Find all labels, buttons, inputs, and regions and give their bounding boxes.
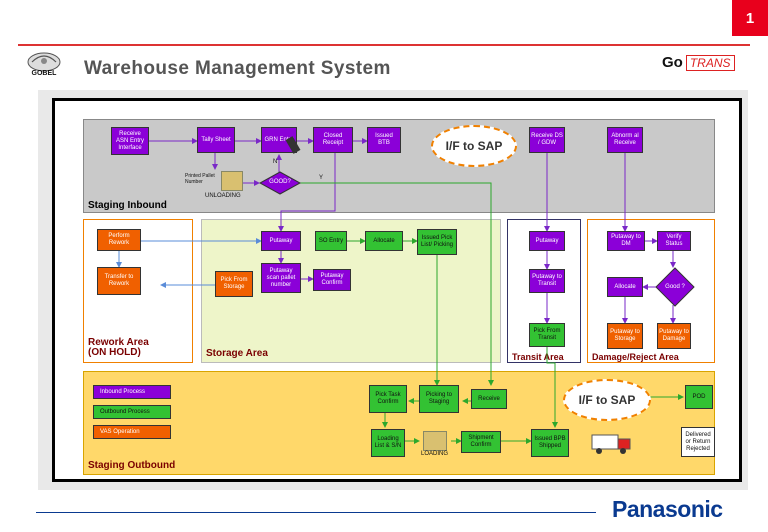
- allocate-dm-box: Allocate: [607, 277, 643, 297]
- pick-from-storage-box: Pick From Storage: [215, 271, 253, 297]
- receive-ds-gdw-box: Receive DS / GDW: [529, 127, 565, 153]
- gotrans-trans: TRANS: [685, 55, 735, 71]
- pick-task-confirm-box: Pick Task Confirm: [369, 385, 407, 413]
- putaway-to-damage-box: Putaway to Damage: [657, 323, 691, 349]
- truck-icon: [591, 434, 631, 454]
- loading-box-icon: [423, 431, 447, 451]
- good-dm-label: Good ?: [665, 284, 685, 290]
- putaway-to-storage-box: Putaway to Storage: [607, 323, 643, 349]
- damage-reject-area-label: Damage/Reject Area: [592, 352, 679, 362]
- perform-rework-box: Perform Rework: [97, 229, 141, 251]
- tally-sheet-box: Tally Sheet: [197, 127, 235, 153]
- loading-label: LOADING: [421, 451, 449, 457]
- picking-to-staging-box: Picking to Staging: [419, 385, 459, 413]
- receive-outbound-box: Receive: [471, 389, 507, 409]
- panasonic-logo: Panasonic: [612, 496, 723, 522]
- pod-box: POD: [685, 385, 713, 409]
- good-decision-label: GOOD?: [269, 179, 291, 185]
- verify-status-box: Verify Status: [657, 231, 691, 251]
- issued-pick-list-box: Issued Pick List/ Picking: [417, 229, 457, 255]
- decision-y-label: Y: [319, 175, 324, 181]
- gobel-crest-icon: [27, 52, 61, 72]
- receive-asn-box: Receive ASN Entry Interface: [111, 127, 149, 155]
- transfer-rework-box: Transfer to Rework: [97, 267, 141, 295]
- flow-arrows: [116, 138, 684, 444]
- issued-btb-box: Issued BTB: [367, 127, 401, 153]
- slide-number: 1: [732, 0, 768, 36]
- legend-vas: VAS Operation: [93, 425, 171, 439]
- unloading-box-icon: [221, 171, 243, 191]
- abnormal-receive-box: Abnorm al Receive: [607, 127, 643, 153]
- gobel-logo-text: GOBEL: [31, 70, 57, 77]
- sap-interface-inbound: I/F to SAP: [431, 125, 517, 167]
- storage-area-label: Storage Area: [206, 348, 268, 359]
- staging-inbound-label: Staging Inbound: [88, 200, 167, 211]
- so-entry-box: SO Entry: [315, 231, 347, 251]
- good-dm-diamond: [655, 267, 695, 307]
- delivered-box: Delivered or Return Rejected: [681, 427, 715, 457]
- decision-n-label: N: [273, 159, 278, 165]
- header-rule: [18, 44, 750, 46]
- rework-area-label: Rework Area (ON HOLD): [88, 337, 149, 358]
- loading-list-box: Loading List & S/N: [371, 429, 405, 457]
- diagram-frame: Staging Inbound Rework Area (ON HOLD) St…: [52, 98, 742, 482]
- gobel-logo: GOBEL: [18, 50, 70, 80]
- legend-outbound: Outbound Process: [93, 405, 171, 419]
- pick-from-transit-box: Pick From Transit: [529, 323, 565, 347]
- shipment-confirm-box: Shipment Confirm: [461, 431, 501, 453]
- staging-outbound-label: Staging Outbound: [88, 460, 176, 471]
- footer-rule: [36, 512, 596, 513]
- putaway-to-dm-box: Putaway to DM: [607, 231, 645, 251]
- putaway-storage-box: Putaway: [261, 231, 301, 251]
- allocate-storage-box: Allocate: [365, 231, 403, 251]
- unloading-label: UNLOADING: [205, 193, 241, 199]
- putaway-transit-box: Putaway: [529, 231, 565, 251]
- putaway-scan-box: Putaway scan pallet number: [261, 263, 301, 293]
- page-title: Warehouse Management System: [84, 58, 391, 79]
- transit-area-label: Transit Area: [512, 352, 564, 362]
- closed-receipt-box: Closed Receipt: [313, 127, 353, 153]
- gotrans-go: Go: [662, 54, 683, 71]
- issued-bpb-box: Issued BPB Shipped: [531, 429, 569, 457]
- putaway-confirm-box: Putaway Confirm: [313, 269, 351, 291]
- sap-interface-outbound: I/F to SAP: [563, 379, 651, 421]
- good-decision-diamond: [259, 171, 301, 195]
- putaway-to-transit-box: Putaway to Transit: [529, 269, 565, 293]
- legend-inbound: Inbound Process: [93, 385, 171, 399]
- printed-pallet-label: Printed Pallet Number: [185, 173, 215, 185]
